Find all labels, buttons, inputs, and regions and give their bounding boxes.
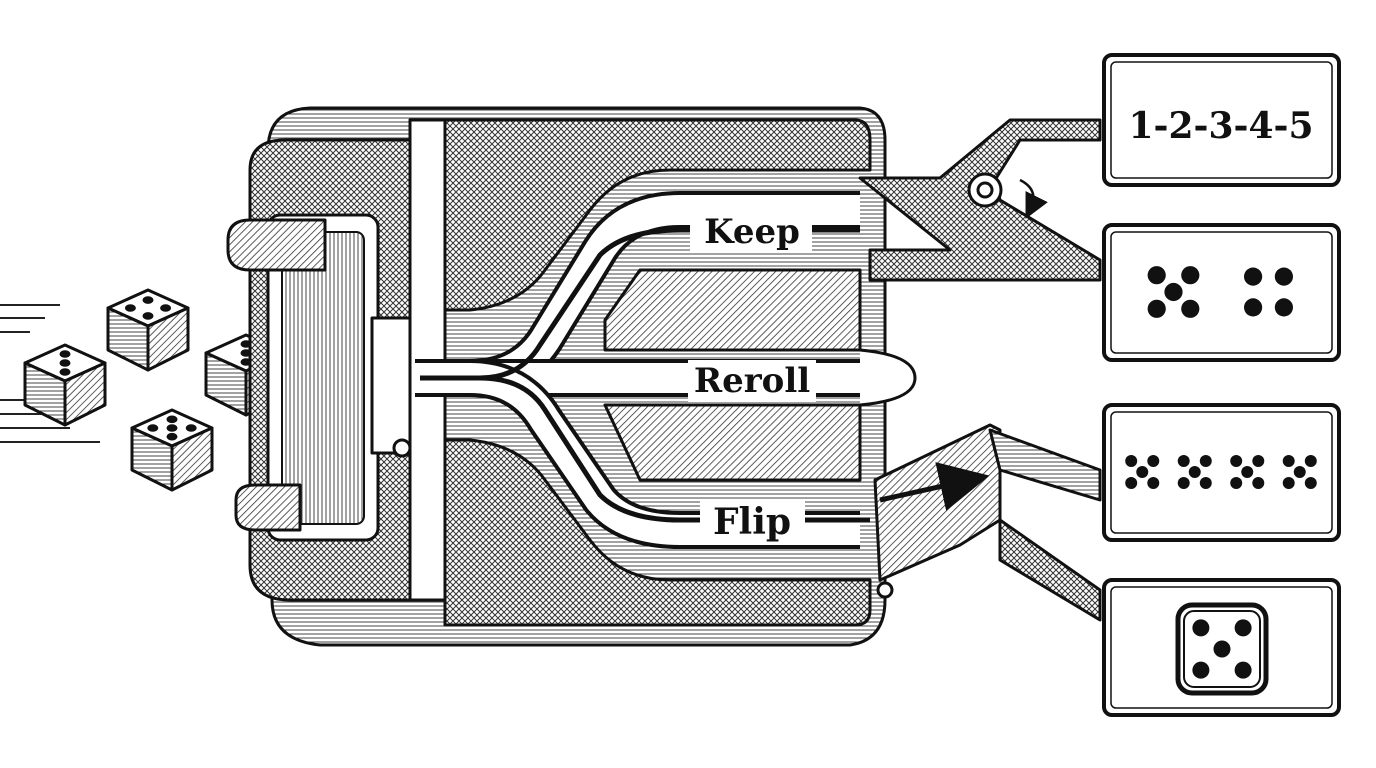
single-die-icon (1175, 602, 1269, 696)
route-label-keep: Keep (704, 212, 800, 252)
pip (1181, 299, 1200, 318)
pip (1199, 454, 1212, 467)
route-labels: Keep Reroll Flip (688, 210, 816, 544)
pip (1147, 299, 1166, 318)
output-card-two-groups (1102, 223, 1341, 362)
pip (1213, 640, 1231, 658)
pip (1147, 477, 1160, 490)
pip (1192, 619, 1210, 637)
pip (1241, 466, 1254, 478)
output-rails (858, 118, 1102, 622)
die-pip (124, 304, 136, 312)
pip (1147, 454, 1160, 467)
pip (1177, 454, 1190, 467)
pip-group (1125, 454, 1160, 490)
pip (1230, 454, 1243, 467)
pip (1136, 466, 1149, 478)
pip (1177, 477, 1190, 490)
pip-groups (1147, 266, 1293, 318)
pip (1244, 267, 1263, 286)
pip (1274, 267, 1293, 286)
die-pip (142, 312, 154, 320)
pip (1252, 454, 1265, 467)
die-pip (147, 424, 159, 432)
pip (1181, 266, 1200, 285)
output-card-straight: 1-2-3-4-5 (1102, 53, 1341, 187)
pip-group (1147, 266, 1200, 318)
incoming-die (23, 343, 107, 427)
die-pip (185, 424, 197, 432)
pip-group (1177, 454, 1212, 490)
die-pip (59, 350, 71, 358)
pip (1125, 454, 1138, 467)
pip-group (1230, 454, 1265, 490)
pip (1293, 466, 1306, 478)
pip (1234, 661, 1252, 679)
route-label-reroll: Reroll (694, 361, 810, 401)
output-card-single-die (1102, 578, 1341, 717)
pip (1230, 477, 1243, 490)
output-cards: 1-2-3-4-5 (1102, 53, 1341, 717)
die-pip (166, 415, 178, 424)
pip (1192, 661, 1210, 679)
pip (1252, 477, 1265, 490)
pip (1188, 466, 1201, 478)
die-pip (59, 368, 71, 376)
incoming-die (106, 288, 190, 372)
route-label-flip: Flip (713, 501, 791, 543)
pip (1199, 477, 1212, 490)
pip (1274, 298, 1293, 317)
die-pip (166, 424, 178, 432)
output-card-text: 1-2-3-4-5 (1128, 105, 1313, 147)
pip-groups (1125, 454, 1317, 490)
incoming-die (130, 408, 214, 492)
pip (1164, 282, 1183, 302)
pip (1304, 477, 1317, 490)
die-pip (142, 296, 154, 304)
die-pip (59, 359, 71, 367)
pip (1125, 477, 1138, 490)
die-pip (160, 304, 172, 312)
die-pip (166, 432, 178, 441)
pip (1234, 619, 1252, 637)
pip (1147, 266, 1166, 285)
pip (1244, 298, 1263, 317)
pip (1282, 477, 1295, 490)
output-card-four-groups (1102, 403, 1341, 542)
pip-group (1282, 454, 1317, 490)
motion-lines (0, 304, 100, 443)
pip (1282, 454, 1295, 467)
pip (1304, 454, 1317, 467)
pip-group (1244, 267, 1293, 317)
